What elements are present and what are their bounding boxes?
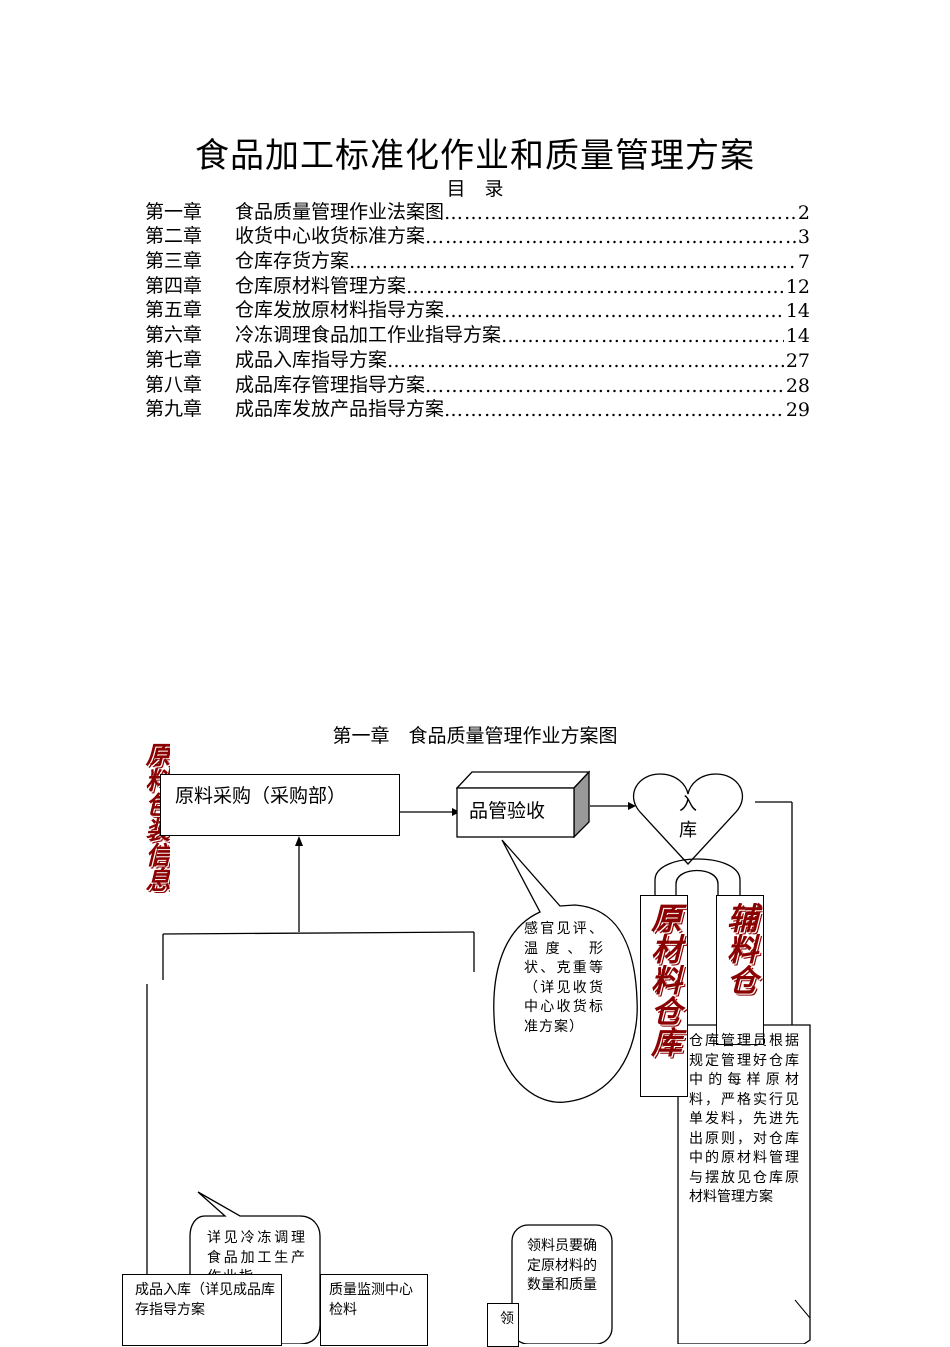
toc-name: 成品库存管理指导方案 xyxy=(235,373,426,396)
toc-page: 12 xyxy=(785,275,810,298)
toc-entry: 第二章 收货中心收货标准方案………………………………………………………………………… xyxy=(145,224,810,249)
toc-dots: …………………………………………………………………………………………… xyxy=(501,325,784,348)
toc-dots: …………………………………………………………………………………………… xyxy=(387,349,784,372)
toc-chapter: 第八章 xyxy=(145,373,203,396)
toc-entry: 第三章 仓库存货方案…………………………………………………………………………………… xyxy=(145,248,810,273)
toc-name: 食品质量管理作业法案图 xyxy=(235,200,445,223)
toc-name: 冷冻调理食品加工作业指导方案 xyxy=(235,324,502,347)
toc-chapter: 第六章 xyxy=(145,324,203,347)
document-title: 食品加工标准化作业和质量管理方案 xyxy=(195,136,755,176)
toc-page: 28 xyxy=(785,374,810,397)
toc-name: 仓库原材料管理方案 xyxy=(235,274,407,297)
toc-name: 仓库发放原材料指导方案 xyxy=(235,299,445,322)
toc-entry: 第九章 成品库发放产品指导方案……………………………………………………………………… xyxy=(145,397,810,422)
section-title: 第一章 食品质量管理作业方案图 xyxy=(332,725,618,747)
toc-name: 成品库发放产品指导方案 xyxy=(235,398,445,421)
purchase-label: 原料采购（采购部） xyxy=(175,785,347,807)
toc-entry: 第一章 食品质量管理作业法案图……………………………………………………………………… xyxy=(145,199,810,224)
toc-chapter: 第三章 xyxy=(145,250,203,273)
toc-chapter: 第一章 xyxy=(145,200,203,223)
toc-dots: …………………………………………………………………………………………… xyxy=(444,399,784,422)
toc-chapter: 第五章 xyxy=(145,299,203,322)
toc-dots: …………………………………………………………………………………………… xyxy=(444,201,796,224)
raw-warehouse-box: 原材料仓库 xyxy=(640,895,688,1097)
toc-entry: 第七章 成品入库指导方案……………………………………………………………………………… xyxy=(145,347,810,372)
toc-name: 成品入库指导方案 xyxy=(235,348,388,371)
inspection-note: 感官见评、温度、形状、克重等（详见收货中心收货标准方案） xyxy=(524,921,604,1035)
warehouse-note: 仓库管理员根据规定管理好仓库中的每样原材料，严格实行见单发料，先进先出原则，对仓… xyxy=(689,1033,799,1205)
toc-dots: …………………………………………………………………………………………… xyxy=(425,226,796,249)
picker-box-label: 领 xyxy=(500,1311,514,1327)
aux-warehouse-label: 辅料仓 xyxy=(721,902,757,995)
toc-dots: …………………………………………………………………………………………… xyxy=(444,300,784,323)
quality-center-label: 质量监测中心检料 xyxy=(329,1282,413,1318)
quality-center-box: 质量监测中心检料 xyxy=(320,1274,428,1346)
toc-page: 27 xyxy=(785,349,810,372)
toc-page: 29 xyxy=(785,399,810,422)
toc-heading: 目 录 xyxy=(446,178,504,200)
toc-chapter: 第七章 xyxy=(145,348,203,371)
picker-box: 领 xyxy=(487,1303,519,1347)
toc-dots: …………………………………………………………………………………………… xyxy=(425,374,784,397)
inspection-label: 品管验收 xyxy=(469,800,546,822)
purchase-box: 原料采购（采购部） xyxy=(160,774,400,836)
toc-page: 3 xyxy=(797,226,810,249)
finished-in-box: 成品入库（详见成品库存指导方案 xyxy=(122,1274,282,1346)
toc-dots: …………………………………………………………………………………………… xyxy=(349,251,796,274)
toc-page: 14 xyxy=(785,300,810,323)
finished-in-label: 成品入库（详见成品库存指导方案 xyxy=(135,1282,275,1318)
toc-entry: 第六章 冷冻调理食品加工作业指导方案……………………………………………………………… xyxy=(145,322,810,347)
storage-in-label: 入库 xyxy=(679,794,697,841)
table-of-contents: 第一章食品质量管理作业法案图……………………………………………………………………… xyxy=(145,199,810,422)
toc-chapter: 第四章 xyxy=(145,274,203,297)
toc-chapter: 第九章 xyxy=(145,398,203,421)
picker-note: 领料员要确定原材料的数量和质量 xyxy=(527,1238,597,1293)
inspection-box: 品管验收 xyxy=(456,770,590,838)
toc-chapter: 第二章 xyxy=(145,225,203,248)
aux-warehouse-box: 辅料仓 xyxy=(716,895,764,1045)
toc-entry: 第四章 仓库原材料管理方案…………………………………………………………………………… xyxy=(145,273,810,298)
toc-name: 收货中心收货标准方案 xyxy=(235,225,426,248)
toc-dots: …………………………………………………………………………………………… xyxy=(406,275,784,298)
flowchart-connectors xyxy=(146,773,811,1344)
toc-name: 仓库存货方案 xyxy=(235,250,350,273)
raw-warehouse-label: 原材料仓库 xyxy=(645,902,681,1057)
toc-page: 14 xyxy=(785,325,810,348)
toc-entry: 第五章 仓库发放原材料指导方案……………………………………………………………………… xyxy=(145,298,810,323)
toc-page: 7 xyxy=(797,251,810,274)
toc-entry: 第八章 成品库存管理指导方案………………………………………………………………………… xyxy=(145,372,810,397)
toc-page: 2 xyxy=(797,201,810,224)
inspection-box-shape xyxy=(456,770,590,838)
